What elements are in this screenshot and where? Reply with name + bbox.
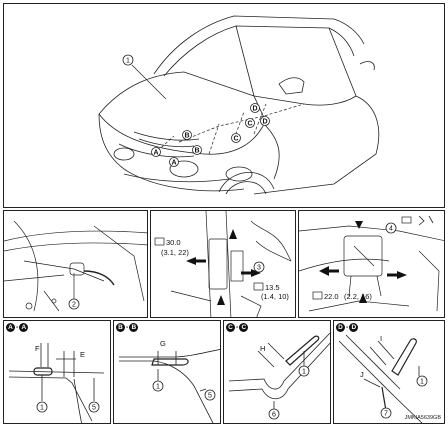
section-marker-a1: A: [151, 147, 161, 157]
callout-1-dd: 1: [416, 375, 428, 387]
dim-e: E: [80, 350, 85, 359]
section-marker-b1: B: [182, 130, 192, 140]
hood-latch-torque-panel: 30.0 (3.1, 22) 13.5 (1.4, 10) 3: [150, 210, 296, 318]
svg-text:7: 7: [384, 411, 388, 418]
callout-1-bb: 1: [152, 380, 164, 392]
section-marker-d1: D: [250, 103, 260, 113]
callout-1-cc: 1: [298, 365, 310, 377]
torque-3-units: (2.2, 16): [344, 292, 372, 301]
svg-text:2: 2: [72, 302, 76, 309]
section-c-c-panel: C-C H 1 6: [223, 320, 331, 424]
callout-6-cc: 6: [268, 408, 280, 420]
svg-text:1: 1: [126, 58, 130, 65]
callout-4: 4: [385, 222, 397, 234]
section-a-a-title: A-A: [6, 323, 29, 332]
svg-text:6: 6: [272, 412, 276, 419]
callout-5-aa: 5: [88, 401, 100, 413]
svg-text:1: 1: [302, 369, 306, 376]
dim-i: I: [380, 334, 382, 343]
callout-5-bb: 5: [204, 389, 216, 401]
callout-3: 3: [253, 261, 265, 273]
svg-text:1: 1: [420, 379, 424, 386]
hood-lock-detail-drawing: 2: [4, 220, 147, 312]
section-a-a-panel: A-A F E 1 5: [3, 320, 111, 424]
section-d-d-panel: D-D I J 1 7 JMKIA5639GB: [333, 320, 445, 424]
section-a-a-drawing: F E 1 5: [8, 343, 105, 423]
hood-lock-assembly-panel: 4 22.0 (2.2, 16): [298, 210, 445, 318]
section-b-b-panel: B-B G 1 5: [113, 320, 221, 424]
svg-text:C: C: [233, 136, 238, 143]
vehicle-overview-drawing: 1 A A B B C C D: [98, 15, 380, 195]
callout-1-aa: 1: [36, 401, 48, 413]
section-marker-b2: B: [192, 145, 202, 155]
svg-text:B: B: [194, 148, 199, 155]
svg-text:1: 1: [40, 405, 44, 412]
torque-2-units: (1.4, 10): [261, 292, 289, 301]
callout-7-dd: 7: [380, 407, 392, 419]
svg-text:C: C: [247, 121, 252, 128]
torque-1-units: (3.1, 22): [161, 248, 189, 257]
dim-f: F: [35, 344, 40, 353]
svg-text:5: 5: [92, 405, 96, 412]
callout-2: 2: [68, 298, 80, 310]
hood-lock-detail-panel: 2: [3, 210, 148, 318]
section-marker-d2: D: [260, 116, 270, 126]
svg-text:3: 3: [257, 265, 261, 272]
vehicle-overview-panel: 1 A A B B C C D: [3, 3, 445, 208]
dim-j: J: [360, 370, 364, 379]
torque-2-value: 13.5: [265, 283, 280, 292]
torque-3-label: 22.0: [324, 292, 339, 301]
svg-text:B: B: [184, 133, 189, 140]
section-marker-a2: A: [169, 157, 179, 167]
section-b-b-title: B-B: [116, 323, 139, 332]
section-d-d-drawing: I J 1 7: [338, 334, 428, 423]
section-marker-c1: C: [231, 133, 241, 143]
svg-text:1: 1: [156, 384, 160, 391]
svg-text:4: 4: [389, 226, 393, 233]
svg-text:A: A: [171, 160, 176, 167]
section-marker-c2: C: [245, 118, 255, 128]
section-b-b-drawing: G 1 5: [119, 339, 220, 423]
svg-text:D: D: [252, 106, 257, 113]
section-d-d-title: D-D: [336, 323, 359, 332]
svg-text:D: D: [262, 119, 267, 126]
hood-latch-torque-drawing: 30.0 (3.1, 22) 13.5 (1.4, 10) 3: [154, 211, 292, 317]
section-c-c-drawing: H 1 6: [228, 332, 330, 420]
svg-text:5: 5: [208, 393, 212, 400]
svg-text:A: A: [153, 150, 158, 157]
torque-1-value: 30.0: [166, 238, 181, 247]
hood-lock-assembly-drawing: 4 22.0 (2.2, 16): [299, 215, 444, 312]
figure-code: JMKIA5639GB: [404, 415, 441, 421]
dim-g: G: [160, 339, 166, 348]
callout-1-top: 1: [122, 54, 134, 66]
section-c-c-title: C-C: [226, 323, 249, 332]
dim-h: H: [260, 344, 265, 353]
